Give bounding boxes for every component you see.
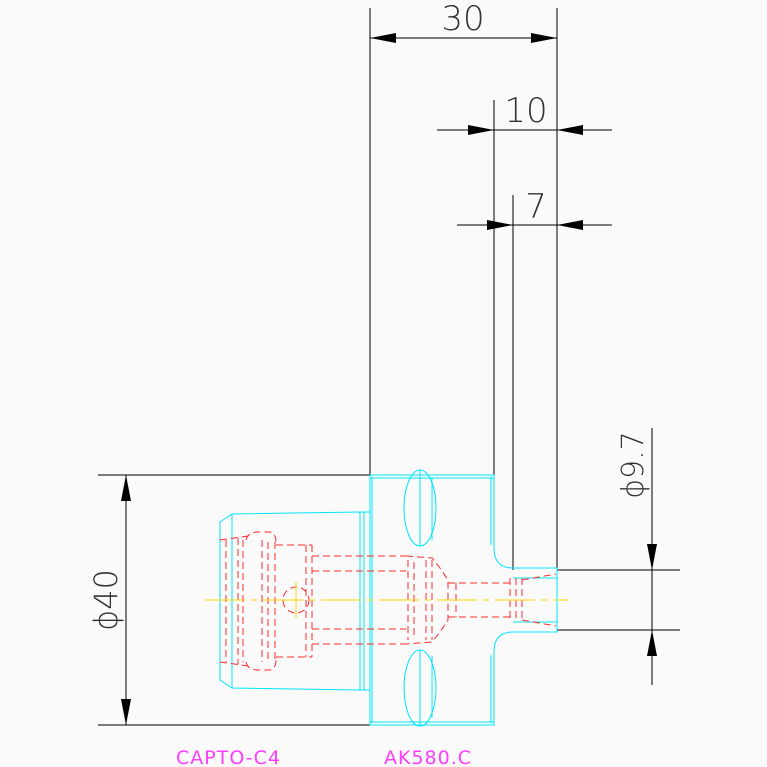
centerline	[205, 582, 568, 618]
dim-97-text: ϕ9.7	[616, 431, 651, 499]
dim-7-text: 7	[525, 187, 547, 227]
dimension-lines	[98, 8, 680, 726]
part-outlines	[219, 469, 558, 727]
holder-label: CAPTO-C4	[176, 747, 281, 767]
collet-label: AK580.C	[384, 747, 472, 767]
dim-30-text: 30	[441, 0, 484, 39]
holder-outline	[219, 511, 361, 691]
dim-40-text: ϕ40	[87, 569, 125, 631]
collet-body-outline	[369, 474, 558, 726]
hidden-lines	[219, 531, 557, 671]
dim-10-text: 10	[504, 91, 547, 131]
